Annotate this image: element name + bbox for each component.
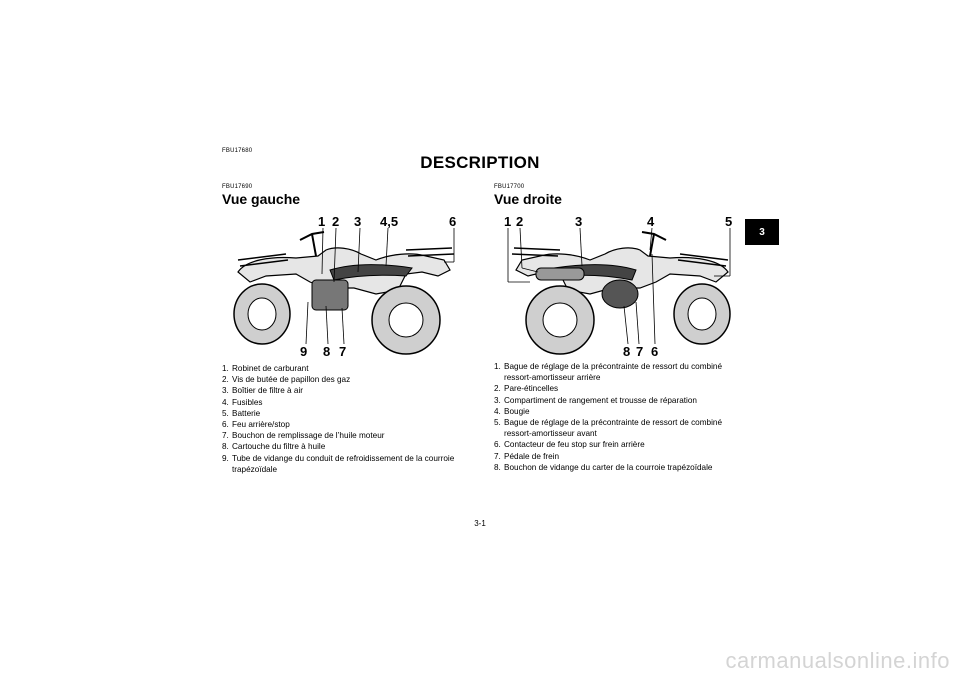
- callout-4: 4: [647, 214, 655, 229]
- list-item: 5.Batterie: [222, 408, 261, 418]
- list-item: 2.Vis de butée de papillon des gaz: [222, 375, 351, 385]
- chapter-tab: 3: [745, 219, 779, 245]
- engine-shape: [601, 279, 639, 309]
- rack-lines: [237, 247, 455, 267]
- list-item: 4.Fusibles: [222, 397, 263, 407]
- list-item: 1.Robinet de carburant: [222, 364, 309, 373]
- list-item: 7.Pédale de frein: [494, 451, 560, 461]
- callout-8: 8: [623, 344, 630, 359]
- right-section-title: Vue droite: [494, 191, 562, 207]
- front-wheel-hub: [687, 297, 717, 331]
- callout-1: 1: [504, 214, 511, 229]
- page-title: DESCRIPTION: [420, 153, 540, 172]
- left-section-code: FBU17690: [222, 184, 253, 190]
- list-item: 5.Bague de réglage de la précontrainte d…: [494, 418, 723, 439]
- callout-5: 5: [725, 214, 732, 229]
- callout-7: 7: [339, 344, 346, 359]
- callout-4-5: 4,5: [380, 214, 398, 229]
- leader-lines: [507, 227, 731, 345]
- atv-right-view-drawing: 1 2 3 4 5 8 7 6: [504, 214, 732, 359]
- seat-shape: [329, 264, 413, 281]
- callout-9: 9: [300, 344, 307, 359]
- left-section-title: Vue gauche: [222, 191, 301, 207]
- list-item: 8.Bouchon de vidange du carter de la cou…: [494, 462, 713, 472]
- atv-left-view-drawing: 1 2 3 4,5 6 9 8 7: [233, 214, 456, 359]
- list-item: 9.Tube de vidange du conduit de refroidi…: [222, 453, 455, 474]
- handlebar-shape: [299, 231, 325, 257]
- right-section-code: FBU17700: [494, 184, 525, 190]
- watermark-text: carmanualsonline.info: [725, 648, 950, 673]
- engine-shape: [311, 279, 349, 311]
- callout-1: 1: [318, 214, 325, 229]
- rear-wheel-hub: [542, 302, 578, 338]
- callout-3: 3: [575, 214, 582, 229]
- right-parts-list: 1.Bague de réglage de la précontrainte d…: [494, 361, 740, 473]
- list-item: 8.Cartouche du filtre à huile: [222, 442, 326, 452]
- callout-2: 2: [516, 214, 523, 229]
- list-item: 7.Bouchon de remplissage de l’huile mote…: [222, 431, 385, 441]
- rack-lines: [511, 247, 729, 267]
- list-item: 3.Boîtier de filtre à air: [222, 386, 303, 396]
- callout-6: 6: [651, 344, 658, 359]
- callout-6: 6: [449, 214, 456, 229]
- handlebar-shape: [641, 231, 667, 257]
- front-wheel-hub: [247, 297, 277, 331]
- rear-wheel-hub: [388, 302, 424, 338]
- callout-3: 3: [354, 214, 361, 229]
- list-item: 1.Bague de réglage de la précontrainte d…: [494, 362, 723, 383]
- callout-8: 8: [323, 344, 330, 359]
- list-item: 6.Feu arrière/stop: [222, 420, 290, 430]
- list-item: 4.Bougie: [494, 406, 530, 416]
- page-number: 3-1: [474, 519, 486, 528]
- right-view-illustration: 1 2 3 4 5 8 7 6: [500, 210, 740, 360]
- callout-2: 2: [332, 214, 339, 229]
- list-item: 6.Contacteur de feu stop sur frein arriè…: [494, 440, 645, 450]
- left-view-illustration: 1 2 3 4,5 6 9 8 7: [226, 210, 466, 360]
- callout-7: 7: [636, 344, 643, 359]
- section-code: FBU17680: [222, 148, 253, 154]
- muffler-shape: [535, 267, 585, 281]
- leader-lines: [305, 227, 455, 345]
- list-item: 3.Compartiment de rangement et trousse d…: [494, 395, 697, 405]
- list-item: 2.Pare-étincelles: [494, 384, 559, 394]
- left-parts-list: 1.Robinet de carburant 2.Vis de butée de…: [222, 363, 458, 475]
